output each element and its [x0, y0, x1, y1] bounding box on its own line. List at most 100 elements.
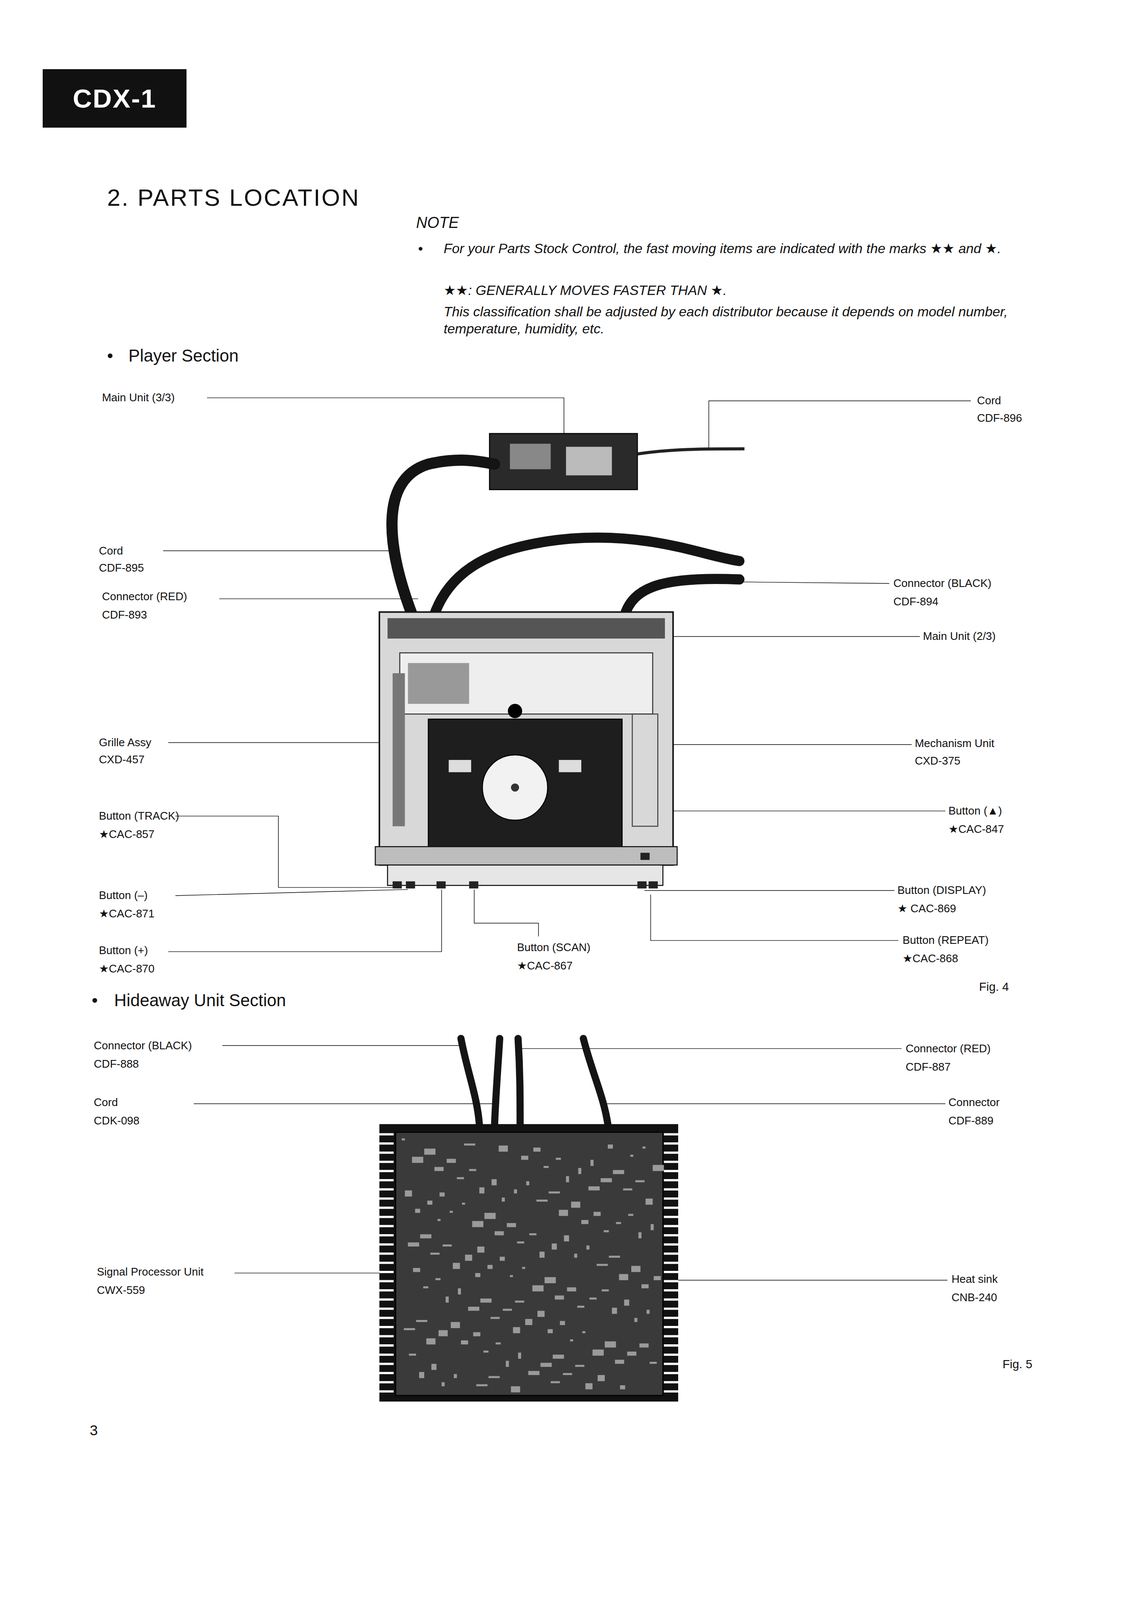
- pcb-component: [445, 1296, 449, 1303]
- part-number: ★CAC-847: [948, 822, 1004, 837]
- pcb-component: [430, 1252, 440, 1255]
- heat-sink-fin: [664, 1316, 679, 1319]
- pcb-component: [558, 1209, 569, 1216]
- pcb-component: [650, 1223, 654, 1230]
- bullet: •: [107, 344, 114, 367]
- pcb-component: [537, 1310, 545, 1317]
- heat-sink-fin: [379, 1288, 394, 1292]
- note-text: For your Parts Stock Control, the fast m…: [443, 239, 1030, 257]
- pcb-component: [494, 1230, 505, 1236]
- pcb-component: [473, 1332, 481, 1337]
- part-number: CNB-240: [951, 1290, 997, 1305]
- bullet: •: [91, 989, 98, 1011]
- pcb-component: [510, 1385, 521, 1392]
- pcb-component: [529, 1233, 537, 1236]
- part-name: Button (SCAN): [516, 940, 591, 955]
- pcb-component: [623, 1299, 630, 1306]
- part-number: ★ CAC-869: [897, 901, 957, 916]
- pcb-component: [581, 1219, 589, 1225]
- pcb-component: [431, 1363, 437, 1370]
- pcb-component: [612, 1307, 618, 1314]
- pcb-component: [589, 1297, 597, 1300]
- heat-sink-fin: [379, 1224, 394, 1228]
- part-number: CDF-889: [948, 1113, 994, 1128]
- heat-sink-fin: [379, 1142, 394, 1145]
- part-name: Grille Assy: [99, 735, 152, 750]
- pcb-component: [641, 1283, 649, 1289]
- pcb-component: [559, 1320, 566, 1325]
- part-number: CDK-098: [93, 1113, 140, 1128]
- section-heading: Hideaway Unit Section: [114, 989, 286, 1011]
- model-name: CDX-1: [72, 83, 157, 114]
- heat-sink-fin: [664, 1362, 679, 1365]
- pcb-component: [419, 1233, 432, 1239]
- pcb-component: [548, 1191, 560, 1194]
- heat-sink-fin: [664, 1270, 679, 1273]
- pcb-component: [472, 1220, 484, 1227]
- pcb-component: [499, 1256, 505, 1261]
- part-number: CDF-887: [905, 1059, 951, 1074]
- pcb-component: [408, 1353, 417, 1356]
- heat-sink-fin: [379, 1335, 394, 1338]
- part-number: CDF-893: [102, 607, 147, 622]
- pcb-component: [623, 1188, 633, 1191]
- pcb-component: [596, 1263, 608, 1266]
- cables: [391, 460, 740, 618]
- pcb-component: [513, 1189, 517, 1194]
- pcb-component: [441, 1381, 445, 1387]
- heat-sink-fin: [379, 1233, 394, 1236]
- pcb-component: [628, 1213, 634, 1216]
- heat-sink-fin: [379, 1380, 394, 1383]
- pcb-component: [456, 1176, 464, 1179]
- pcb-component: [575, 1364, 585, 1367]
- pcb-component: [495, 1342, 501, 1345]
- heat-sink-fin: [379, 1371, 394, 1374]
- part-number: CDF-894: [893, 594, 939, 609]
- pcb-component: [620, 1384, 626, 1390]
- heat-sink-fin: [664, 1279, 679, 1283]
- pcb-component: [416, 1319, 428, 1322]
- note-text: ★★: GENERALLY MOVES FASTER THAN ★.: [443, 281, 727, 299]
- pcb-component: [571, 1201, 581, 1208]
- part-number: ★CAC-870: [99, 961, 155, 976]
- pcb-component: [562, 1372, 573, 1375]
- part-name: Button (REPEAT): [902, 932, 989, 948]
- heat-sink-fin: [664, 1206, 679, 1209]
- pcb-component: [574, 1253, 578, 1258]
- pcb-component: [638, 1232, 642, 1239]
- pcb-component: [612, 1169, 624, 1175]
- heat-sink-fin: [664, 1261, 679, 1264]
- heat-sink-fin: [379, 1243, 394, 1246]
- pcb-component: [476, 1384, 488, 1387]
- heat-sink-fin: [664, 1233, 679, 1236]
- pcb-component: [536, 1199, 548, 1202]
- page-title: 2. PARTS LOCATION: [107, 183, 360, 212]
- heat-sink-fin: [379, 1197, 394, 1200]
- heat-sink-fin: [379, 1325, 394, 1328]
- note-text: This classification shall be adjusted by…: [443, 303, 1030, 338]
- pcb-component: [567, 1287, 577, 1292]
- part-number: ★CAC-868: [902, 951, 959, 966]
- pcb-component: [510, 1274, 514, 1277]
- heat-sink-fin: [664, 1298, 679, 1301]
- heat-sink-fin: [379, 1307, 394, 1310]
- heat-sink-fin: [664, 1224, 679, 1228]
- pcb-component: [505, 1360, 509, 1367]
- part-name: Main Unit (3/3): [102, 390, 175, 405]
- pcb-component: [582, 1330, 586, 1333]
- pcb-component: [547, 1329, 553, 1334]
- pcb-component: [480, 1298, 492, 1303]
- pcb-component: [578, 1167, 582, 1174]
- part-number: CXD-457: [99, 752, 145, 767]
- heat-sink-fin: [664, 1252, 679, 1255]
- pcb-component: [501, 1197, 505, 1202]
- pcb-component: [487, 1264, 493, 1269]
- pcb-component: [446, 1158, 457, 1163]
- heat-sink-fin: [379, 1362, 394, 1365]
- part-number: CDF-888: [93, 1056, 139, 1071]
- part-number: CXD-375: [914, 753, 961, 768]
- pcb-component: [461, 1202, 465, 1205]
- pcb-component: [405, 1190, 413, 1197]
- pcb-component: [642, 1146, 646, 1149]
